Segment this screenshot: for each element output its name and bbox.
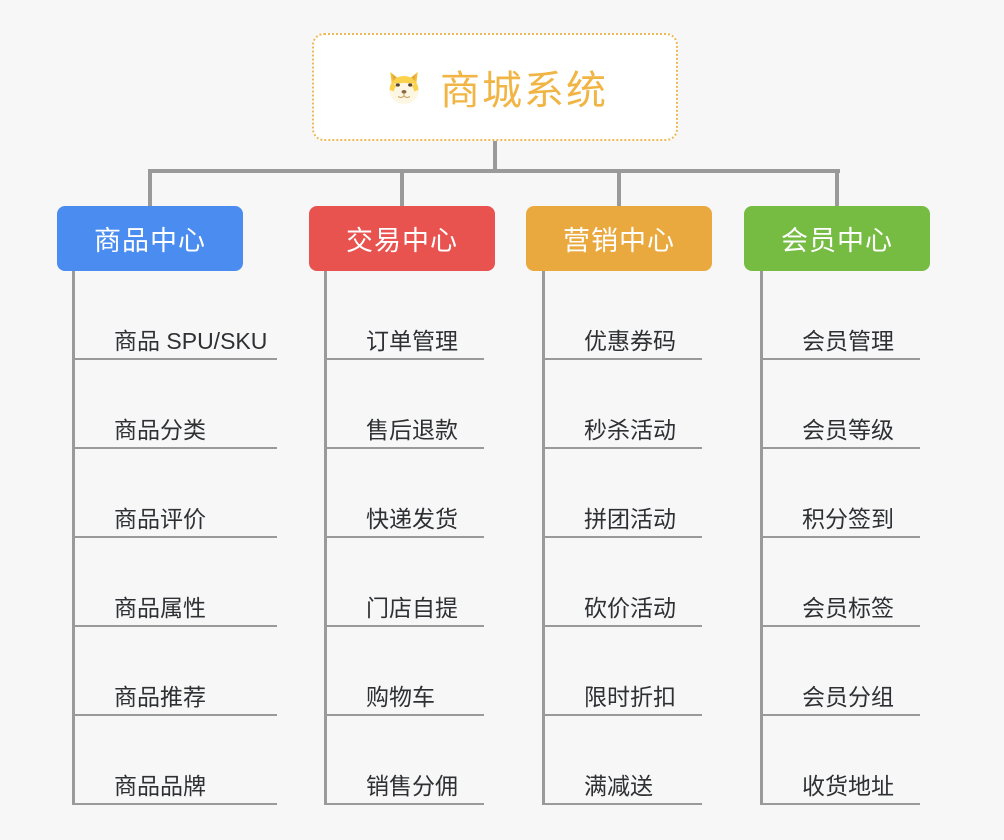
leaf-item-underline — [324, 358, 484, 360]
leaf-item-underline — [542, 447, 702, 449]
leaf-item-underline — [72, 714, 277, 716]
leaf-item-label: 商品属性 — [114, 594, 206, 621]
leaf-item-label: 订单管理 — [366, 327, 458, 354]
leaf-item-label: 会员等级 — [802, 416, 894, 443]
leaf-item[interactable]: 会员标签 — [760, 538, 920, 627]
root-node[interactable]: 商城系统 — [312, 33, 678, 141]
leaf-item-label: 商品 SPU/SKU — [114, 327, 268, 354]
connector-drop-2 — [400, 169, 404, 209]
leaf-item-underline — [324, 447, 484, 449]
leaf-item[interactable]: 商品推荐 — [72, 627, 277, 716]
leaf-column-trade: 订单管理售后退款快递发货门店自提购物车销售分佣 — [324, 271, 484, 805]
leaf-item-label: 销售分佣 — [366, 772, 458, 799]
leaf-item-label: 商品评价 — [114, 505, 206, 532]
leaf-item-underline — [72, 536, 277, 538]
category-header-member[interactable]: 会员中心 — [744, 206, 930, 271]
leaf-item-label: 积分签到 — [802, 505, 894, 532]
leaf-item[interactable]: 购物车 — [324, 627, 484, 716]
leaf-item[interactable]: 优惠券码 — [542, 271, 702, 360]
leaf-item-underline — [760, 358, 920, 360]
leaf-item[interactable]: 门店自提 — [324, 538, 484, 627]
leaf-item-underline — [324, 625, 484, 627]
leaf-column-marketing: 优惠券码秒杀活动拼团活动砍价活动限时折扣满减送 — [542, 271, 702, 805]
leaf-item-label: 商品分类 — [114, 416, 206, 443]
leaf-item-underline — [760, 447, 920, 449]
leaf-item-label: 限时折扣 — [584, 683, 676, 710]
connector-horizontal-bus — [148, 169, 840, 173]
leaf-item-underline — [72, 803, 277, 805]
leaf-item-underline — [542, 803, 702, 805]
leaf-item-label: 快递发货 — [366, 505, 458, 532]
leaf-item[interactable]: 会员管理 — [760, 271, 920, 360]
leaf-item-label: 门店自提 — [366, 594, 458, 621]
leaf-item-underline — [324, 714, 484, 716]
leaf-item[interactable]: 会员等级 — [760, 360, 920, 449]
leaf-item-underline — [72, 625, 277, 627]
leaf-item-underline — [542, 714, 702, 716]
leaf-item-label: 满减送 — [584, 772, 653, 799]
leaf-item[interactable]: 销售分佣 — [324, 716, 484, 805]
leaf-item[interactable]: 拼团活动 — [542, 449, 702, 538]
category-label: 营销中心 — [563, 226, 675, 256]
category-header-marketing[interactable]: 营销中心 — [526, 206, 712, 271]
leaf-item-underline — [760, 536, 920, 538]
leaf-item-label: 收货地址 — [802, 772, 894, 799]
leaf-item[interactable]: 商品分类 — [72, 360, 277, 449]
connector-drop-3 — [617, 169, 621, 209]
leaf-item-underline — [760, 803, 920, 805]
leaf-item-label: 售后退款 — [366, 416, 458, 443]
connector-drop-4 — [835, 169, 839, 209]
leaf-item-underline — [324, 803, 484, 805]
leaf-item[interactable]: 收货地址 — [760, 716, 920, 805]
leaf-item[interactable]: 砍价活动 — [542, 538, 702, 627]
leaf-item[interactable]: 秒杀活动 — [542, 360, 702, 449]
leaf-item[interactable]: 售后退款 — [324, 360, 484, 449]
leaf-item-underline — [324, 536, 484, 538]
leaf-item[interactable]: 满减送 — [542, 716, 702, 805]
leaf-item-underline — [542, 625, 702, 627]
leaf-item[interactable]: 快递发货 — [324, 449, 484, 538]
category-header-trade[interactable]: 交易中心 — [309, 206, 495, 271]
leaf-column-member: 会员管理会员等级积分签到会员标签会员分组收货地址 — [760, 271, 920, 805]
leaf-item-underline — [760, 625, 920, 627]
leaf-item-label: 商品推荐 — [114, 683, 206, 710]
shiba-dog-face-icon — [382, 65, 426, 109]
category-header-product[interactable]: 商品中心 — [57, 206, 243, 271]
leaf-item[interactable]: 积分签到 — [760, 449, 920, 538]
leaf-item-label: 优惠券码 — [584, 327, 676, 354]
leaf-item-label: 会员标签 — [802, 594, 894, 621]
leaf-item-underline — [72, 358, 277, 360]
leaf-item[interactable]: 订单管理 — [324, 271, 484, 360]
leaf-item-label: 会员管理 — [802, 327, 894, 354]
connector-drop-1 — [148, 169, 152, 209]
column-spine — [760, 271, 763, 805]
leaf-item-label: 拼团活动 — [584, 505, 676, 532]
category-label: 商品中心 — [94, 226, 206, 256]
category-label: 会员中心 — [781, 226, 893, 256]
leaf-item[interactable]: 商品品牌 — [72, 716, 277, 805]
leaf-item[interactable]: 会员分组 — [760, 627, 920, 716]
leaf-item[interactable]: 商品属性 — [72, 538, 277, 627]
leaf-item-label: 砍价活动 — [584, 594, 676, 621]
leaf-item[interactable]: 限时折扣 — [542, 627, 702, 716]
leaf-item-underline — [542, 536, 702, 538]
leaf-item-underline — [72, 447, 277, 449]
connector-root-stem — [493, 141, 497, 171]
column-spine — [542, 271, 545, 805]
leaf-item-label: 购物车 — [366, 683, 435, 710]
root-title: 商城系统 — [440, 69, 608, 113]
category-label: 交易中心 — [346, 226, 458, 256]
leaf-item-underline — [760, 714, 920, 716]
leaf-item[interactable]: 商品 SPU/SKU — [72, 271, 277, 360]
leaf-item-underline — [542, 358, 702, 360]
column-spine — [324, 271, 327, 805]
leaf-item-label: 秒杀活动 — [584, 416, 676, 443]
leaf-item[interactable]: 商品评价 — [72, 449, 277, 538]
leaf-column-product: 商品 SPU/SKU 商品分类商品评价商品属性商品推荐商品品牌 — [72, 271, 277, 805]
column-spine — [72, 271, 75, 805]
leaf-item-label: 商品品牌 — [114, 772, 206, 799]
leaf-item-label: 会员分组 — [802, 683, 894, 710]
